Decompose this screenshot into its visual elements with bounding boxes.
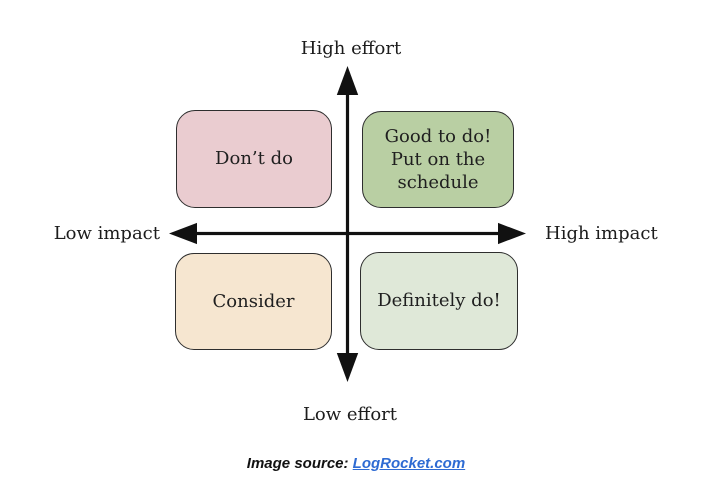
quadrant-good-to-do: Good to do! Put on the schedule [362,111,514,208]
quadrant-dont-do: Don’t do [176,110,332,208]
quadrant-label: Definitely do! [377,290,501,312]
image-source-prefix: Image source: [246,455,353,472]
quadrant-definitely-do: Definitely do! [360,252,518,350]
axis-label-high-effort: High effort [300,38,402,59]
quadrant-label: Don’t do [215,148,293,170]
image-source-caption: Image source: LogRocket.com [0,455,712,472]
vertical-effort-axis [336,66,359,382]
axis-label-low-impact: Low impact [53,223,160,245]
quadrant-label: Good to do! Put on the schedule [384,125,492,194]
axis-label-high-impact: High impact [545,223,658,245]
quadrant-label: Consider [212,290,295,312]
logrocket-link[interactable]: LogRocket.com [352,455,466,472]
axis-label-low-effort: Low effort [302,404,398,425]
horizontal-impact-axis [169,222,526,245]
quadrant-consider: Consider [175,253,332,350]
